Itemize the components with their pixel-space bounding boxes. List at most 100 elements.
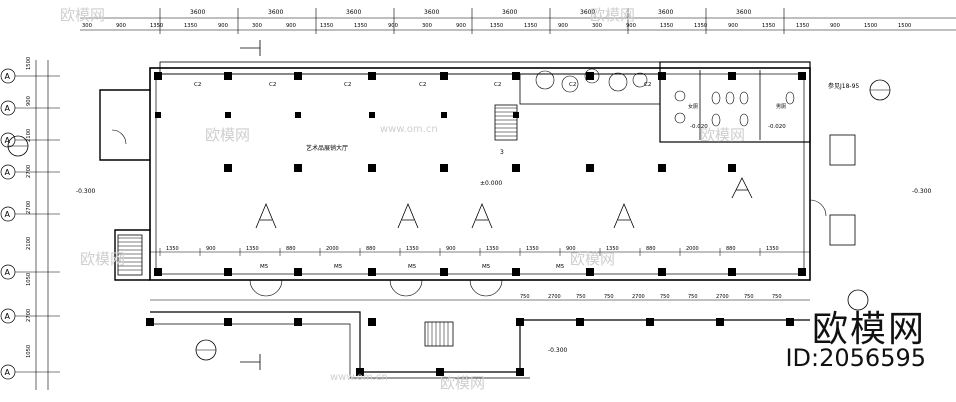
left-dim-text: 1050 xyxy=(26,273,32,286)
interior-dim-text: 880 xyxy=(646,246,656,252)
door-swing xyxy=(485,279,503,297)
top-dim-text: 900 xyxy=(286,23,296,29)
column xyxy=(586,164,594,172)
watermark: 欧模网 xyxy=(440,374,486,392)
column xyxy=(225,112,231,118)
section-bubble-right-2 xyxy=(847,289,869,311)
column xyxy=(728,72,736,80)
top-bay-dim: 3600 xyxy=(190,9,205,16)
top-dim-text: 300 xyxy=(252,23,262,29)
watermark: 欧模网 xyxy=(700,126,746,144)
column xyxy=(369,112,375,118)
grid-bubble-label: A xyxy=(5,72,11,81)
top-dim-text: 900 xyxy=(456,23,466,29)
top-bay-dim: 3600 xyxy=(502,9,517,16)
top-dim-text: 1500 xyxy=(898,23,911,29)
top-bay-dim: 3600 xyxy=(424,9,439,16)
interior-dim-text: 1350 xyxy=(606,246,619,252)
interior-dim-text: 1350 xyxy=(406,246,419,252)
window-label: C2 xyxy=(644,82,651,88)
door-label: M5 xyxy=(556,264,565,270)
column xyxy=(658,72,666,80)
top-dim-text: 900 xyxy=(116,23,126,29)
grid-letters xyxy=(255,177,753,229)
porch-dim-text: 750 xyxy=(604,294,614,300)
window-label: C2 xyxy=(344,82,351,88)
left-dim-text: 1050 xyxy=(26,345,32,358)
column xyxy=(516,368,524,376)
column xyxy=(224,268,232,276)
left-dim-text: 2700 xyxy=(26,165,32,178)
section-bubble-right xyxy=(869,79,891,101)
top-dim-text: 1350 xyxy=(524,23,537,29)
column xyxy=(512,164,520,172)
column xyxy=(294,318,302,326)
porch-dim-text: 750 xyxy=(520,294,530,300)
door-swing xyxy=(265,279,283,297)
detail-reference: 参见J18-95 xyxy=(828,82,859,90)
garden-trees xyxy=(535,68,648,93)
window-label: C2 xyxy=(419,82,426,88)
interior-dim-text: 1350 xyxy=(486,246,499,252)
column xyxy=(513,112,519,118)
door-swing xyxy=(249,279,267,297)
column xyxy=(224,318,232,326)
top-dimension-chain xyxy=(80,17,956,31)
interior-dim-text: 900 xyxy=(206,246,216,252)
column xyxy=(294,72,302,80)
door-label: M5 xyxy=(408,264,417,270)
section-mark-bottom xyxy=(240,354,261,370)
column xyxy=(576,318,584,326)
column xyxy=(154,72,162,80)
column xyxy=(154,268,162,276)
column xyxy=(658,164,666,172)
section-bubble-left xyxy=(7,135,29,157)
left-dim-text: 900 xyxy=(26,96,32,106)
grid-bubble-label: A xyxy=(5,368,11,377)
top-dim-text: 1350 xyxy=(150,23,163,29)
top-bay-dim: 3600 xyxy=(736,9,751,16)
top-dim-text: 1350 xyxy=(184,23,197,29)
porch-dim-text: 2700 xyxy=(716,294,729,300)
column xyxy=(512,268,520,276)
brand-logo: 欧模网 xyxy=(811,309,926,350)
top-dim-text: 1500 xyxy=(864,23,877,29)
top-dim-text: 1350 xyxy=(796,23,809,29)
top-dim-text: 1350 xyxy=(320,23,333,29)
porch-dim-text: 750 xyxy=(688,294,698,300)
column xyxy=(728,164,736,172)
interior-dimension-lines xyxy=(150,251,810,301)
top-dim-text: 900 xyxy=(218,23,228,29)
top-dim-text: 900 xyxy=(830,23,840,29)
door-swing xyxy=(389,279,407,297)
grid-bubble-label: A xyxy=(5,104,11,113)
grid-bubble-label: A xyxy=(5,210,11,219)
grid-bubble-label: A xyxy=(5,268,11,277)
column xyxy=(356,368,364,376)
watermark: 欧模网 xyxy=(60,6,106,24)
room-label: 艺术品展销大厅 xyxy=(306,144,348,152)
interior-dim-text: 880 xyxy=(726,246,736,252)
column xyxy=(440,268,448,276)
column xyxy=(512,72,520,80)
column xyxy=(728,268,736,276)
top-dim-text: 1350 xyxy=(694,23,707,29)
stair-treads xyxy=(118,107,517,346)
column xyxy=(368,164,376,172)
top-dim-text: 900 xyxy=(388,23,398,29)
top-dim-text: 1350 xyxy=(490,23,503,29)
elevation-main: ±0.000 xyxy=(480,180,502,187)
building-walls xyxy=(99,61,856,379)
column xyxy=(146,318,154,326)
elevation-wc-1: -0.020 xyxy=(690,124,708,130)
column xyxy=(441,112,447,118)
porch-dim-text: 750 xyxy=(660,294,670,300)
top-dim-text: 300 xyxy=(422,23,432,29)
top-dim-text: 300 xyxy=(592,23,602,29)
watermark-url: www.om.cn xyxy=(380,124,438,135)
column xyxy=(646,318,654,326)
column xyxy=(716,318,724,326)
elevation-bottom: -0.300 xyxy=(548,347,568,354)
column xyxy=(294,268,302,276)
